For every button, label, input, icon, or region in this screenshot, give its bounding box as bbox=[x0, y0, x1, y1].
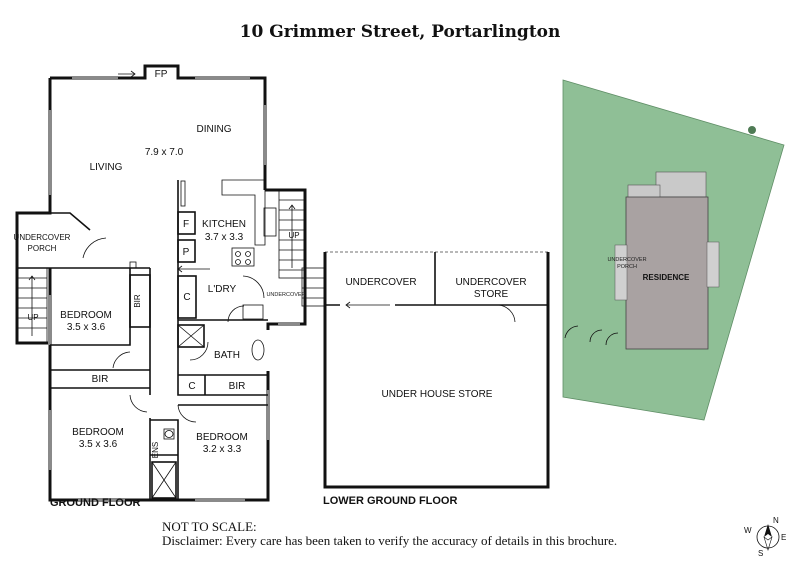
bedroom2-label: BEDROOM bbox=[72, 427, 124, 438]
residence-label: RESIDENCE bbox=[643, 273, 690, 282]
side-undercover-label: UNDERCOVER bbox=[266, 292, 305, 298]
built-in-robe-1 bbox=[129, 274, 151, 328]
kitchen-sink bbox=[263, 207, 277, 237]
linen-cross bbox=[177, 324, 205, 348]
kitchen-column bbox=[180, 180, 186, 207]
site-porch-label-2: PORCH bbox=[617, 264, 637, 270]
lower-steps bbox=[301, 267, 326, 307]
ground-floor-outer-wall bbox=[15, 64, 307, 502]
compass-east: E bbox=[781, 533, 786, 542]
compass-north: N bbox=[773, 516, 779, 525]
site-porch bbox=[614, 244, 628, 301]
lower-undercover-label: UNDERCOVER bbox=[345, 277, 416, 288]
bedroom3-dimensions: 3.2 x 3.3 bbox=[203, 444, 242, 455]
bedroom1-label: BEDROOM bbox=[60, 310, 112, 321]
store-door-swing bbox=[497, 304, 516, 323]
pantry bbox=[177, 239, 196, 263]
burner bbox=[245, 259, 251, 265]
porch-door-swing bbox=[82, 237, 107, 259]
dining-label: DINING bbox=[197, 124, 232, 135]
laundry-arrow bbox=[177, 265, 210, 273]
lower-step-lines bbox=[302, 277, 325, 299]
ensuite-shower bbox=[151, 461, 177, 499]
rear-deck bbox=[655, 171, 707, 198]
pantry-label: P bbox=[183, 247, 190, 258]
compass-west: W bbox=[744, 526, 752, 535]
lower-arrow bbox=[345, 301, 390, 309]
living-dimensions: 7.9 x 7.0 bbox=[145, 147, 184, 158]
ensuite-label: ENS bbox=[151, 442, 160, 458]
laundry-cupboard bbox=[177, 275, 197, 319]
ground-floor-label: GROUND FLOOR bbox=[50, 497, 140, 509]
toilet-bowl bbox=[164, 430, 174, 438]
compass-south: S bbox=[758, 549, 763, 558]
under-house-store-label: UNDER HOUSE STORE bbox=[382, 389, 493, 400]
ensuite-toilet bbox=[163, 428, 175, 440]
laundry-inner-door bbox=[227, 305, 245, 323]
bedroom1-dimensions: 3.5 x 3.6 bbox=[67, 322, 106, 333]
undercover-porch-label-2: PORCH bbox=[28, 244, 57, 253]
fridge-space bbox=[177, 211, 196, 235]
laundry-cupboard-label: C bbox=[183, 292, 190, 303]
bath-label: BATH bbox=[214, 350, 240, 361]
site-residence bbox=[625, 196, 709, 350]
lower-ground-interior-walls bbox=[325, 252, 548, 306]
bedroom1-door-swing bbox=[112, 351, 131, 369]
compass-icon: N E S W bbox=[744, 516, 786, 558]
wall-post bbox=[129, 261, 137, 269]
side-undercover bbox=[706, 241, 720, 288]
fridge-label: F bbox=[183, 219, 189, 230]
fireplace-label: FP bbox=[155, 69, 168, 80]
tree bbox=[748, 126, 756, 134]
kitchen-dimensions: 3.7 x 3.3 bbox=[205, 232, 244, 243]
left-stairs-up-label: UP bbox=[27, 313, 38, 322]
sliding-door-arrow bbox=[118, 70, 136, 78]
disclaimer-text: Disclaimer: Every care has been taken to… bbox=[162, 533, 617, 548]
laundry-tub bbox=[242, 304, 264, 320]
interior-walls bbox=[50, 268, 268, 500]
bedroom3-door-swing bbox=[177, 404, 197, 423]
burner bbox=[235, 251, 241, 257]
left-stairs bbox=[16, 267, 48, 344]
property-title: 10 Grimmer Street, Portarlington bbox=[240, 22, 561, 42]
undercover-porch-label-1: UNDERCOVER bbox=[14, 233, 71, 242]
cupboard2-label: C bbox=[188, 381, 195, 392]
laundry-door-swing bbox=[242, 275, 265, 299]
kitchen-bench bbox=[221, 179, 266, 246]
lower-ground-outer-wall bbox=[323, 252, 550, 489]
right-stairs bbox=[278, 189, 306, 279]
bir2-label: BIR bbox=[92, 374, 109, 385]
bir3-label: BIR bbox=[229, 381, 246, 392]
shower-cross bbox=[151, 461, 177, 499]
undercover-store-label-2: STORE bbox=[474, 289, 509, 300]
bath-door-swing bbox=[189, 341, 209, 361]
site-shrubs bbox=[564, 325, 619, 346]
kitchen-label: KITCHEN bbox=[202, 219, 246, 230]
bedroom2-door-swing bbox=[129, 394, 148, 413]
bedroom3-label: BEDROOM bbox=[196, 432, 248, 443]
cooktop bbox=[231, 247, 255, 267]
lower-ground-floor-plan: UNDERCOVER UNDERCOVER STORE UNDER HOUSE … bbox=[301, 251, 550, 489]
bedroom2-dimensions: 3.5 x 3.6 bbox=[79, 439, 118, 450]
burner bbox=[245, 251, 251, 257]
stairs-up-label: UP bbox=[288, 231, 299, 240]
ground-floor-plan: FP DINING 7.9 x 7.0 LIVING KITCHEN 3.7 x… bbox=[14, 64, 307, 502]
site-plan: RESIDENCE UNDERCOVER PORCH bbox=[562, 79, 785, 421]
living-label: LIVING bbox=[90, 162, 123, 173]
undercover-store-label-1: UNDERCOVER bbox=[455, 277, 526, 288]
site-porch-label-1: UNDERCOVER bbox=[607, 257, 646, 263]
vanity-basin bbox=[251, 339, 265, 361]
laundry-label: L'DRY bbox=[208, 284, 237, 295]
lower-ground-floor-label: LOWER GROUND FLOOR bbox=[323, 495, 457, 507]
linen-press bbox=[177, 324, 205, 348]
bir1-label: BIR bbox=[133, 294, 142, 308]
porch-angled-wall bbox=[50, 212, 91, 231]
burner bbox=[235, 259, 241, 265]
not-to-scale-note: NOT TO SCALE: bbox=[162, 519, 257, 534]
